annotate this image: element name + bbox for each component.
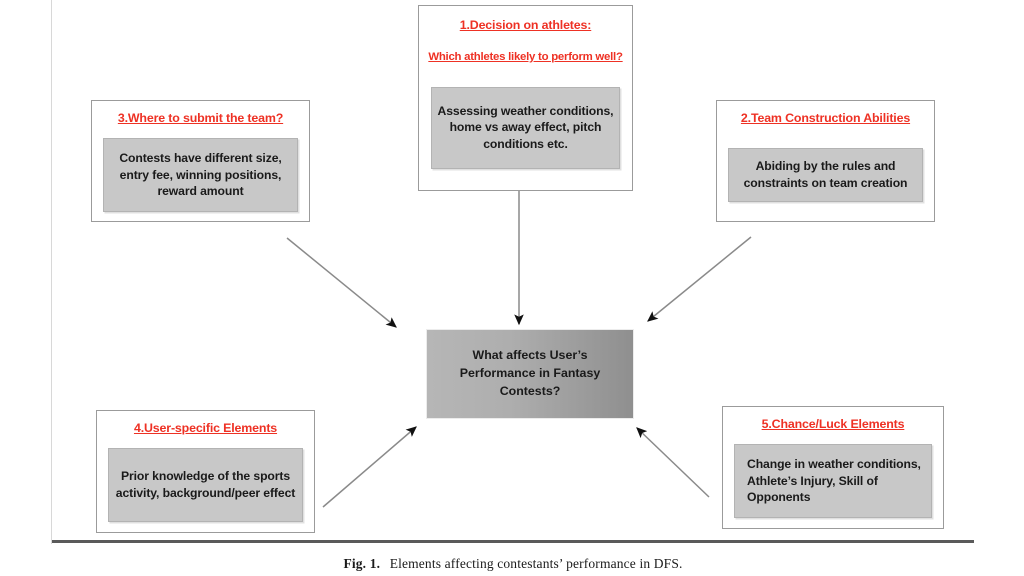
hub-label: What affects User’s Performance in Fanta…: [459, 348, 601, 398]
node-title-user-specific-elements: 4.User-specific Elements: [133, 421, 278, 435]
node-title-chance-luck-elements: 5.Chance/Luck Elements: [761, 417, 905, 431]
figure-caption-label: Fig. 1.: [343, 556, 381, 571]
node-title-where-to-submit-the-team: 3.Where to submit the team?: [117, 111, 284, 125]
caption-divider: [52, 540, 974, 543]
node-chance-luck-elements[interactable]: 5.Chance/Luck Elements Change in weather…: [722, 406, 944, 529]
node-team-construction-abilities[interactable]: 2.Team Construction Abilities Abiding by…: [716, 100, 935, 222]
figure-caption: Fig. 1. Elements affecting contestants’ …: [52, 556, 974, 572]
figure-caption-text: Elements affecting contestants’ performa…: [389, 556, 683, 571]
arrow-team-construction-to-hub: [647, 236, 752, 322]
node-title-team-construction-abilities: 2.Team Construction Abilities: [740, 111, 911, 125]
node-body-text: Assessing weather conditions, home vs aw…: [437, 103, 614, 151]
hub-what-affects-user-performance[interactable]: What affects User’s Performance in Fanta…: [427, 330, 633, 418]
node-decision-on-athletes[interactable]: 1.Decision on athletes: Which athletes l…: [418, 5, 633, 191]
node-title-decision-on-athletes: 1.Decision on athletes:: [459, 18, 592, 32]
page-margin-rule: [51, 0, 52, 544]
node-body-user-specific-elements: Prior knowledge of the sports activity, …: [108, 447, 303, 522]
node-body-decision-on-athletes: Assessing weather conditions, home vs aw…: [431, 86, 620, 169]
node-body-text: Contests have different size, entry fee,…: [119, 151, 282, 199]
arrow-user-specific-to-hub: [322, 426, 417, 508]
node-subtitle-decision-on-athletes: Which athletes likely to perform well?: [428, 50, 623, 63]
node-user-specific-elements[interactable]: 4.User-specific Elements Prior knowledge…: [96, 410, 315, 533]
node-body-chance-luck-elements: Change in weather conditions, Athlete’s …: [734, 443, 932, 518]
arrow-chance-luck-to-hub: [636, 427, 710, 498]
node-body-team-construction-abilities: Abiding by the rules and constraints on …: [728, 147, 923, 202]
node-where-to-submit-the-team[interactable]: 3.Where to submit the team? Contests hav…: [91, 100, 310, 222]
node-body-text: Change in weather conditions, Athlete’s …: [747, 457, 921, 505]
node-body-where-to-submit-the-team: Contests have different size, entry fee,…: [103, 137, 298, 212]
arrow-submit-to-hub: [286, 237, 397, 328]
node-body-text: Abiding by the rules and constraints on …: [743, 159, 908, 190]
node-body-text: Prior knowledge of the sports activity, …: [115, 469, 296, 500]
